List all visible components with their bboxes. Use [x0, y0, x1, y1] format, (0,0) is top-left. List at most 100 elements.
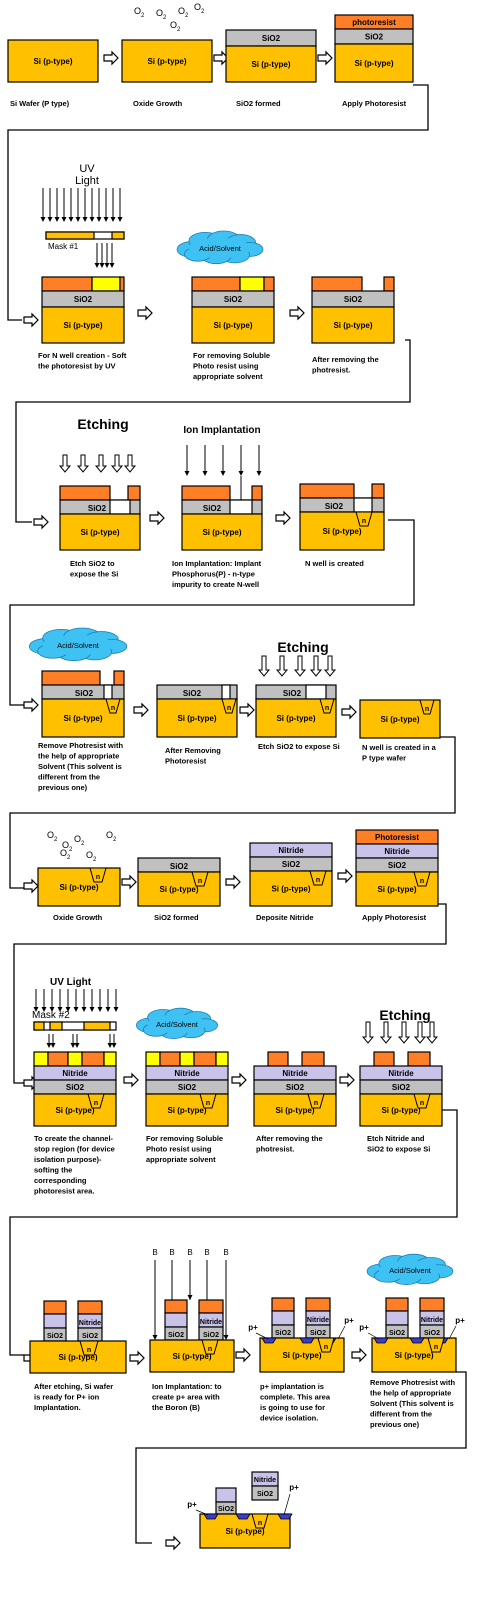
caption-ion-implant-p: impurity to create N-well	[172, 580, 259, 589]
si-substrate-label: Si (p-type)	[80, 528, 119, 537]
ray-arrowhead	[96, 217, 102, 222]
caption-after-remove-2: photresist.	[256, 1145, 294, 1154]
p-plus-implant	[373, 1337, 389, 1344]
si-substrate	[199, 1513, 291, 1549]
ray-arrowhead	[54, 217, 60, 222]
si-substrate-label: Si (p-type)	[322, 527, 361, 536]
n-well-label: n	[314, 1100, 318, 1107]
mask-opaque-region	[45, 231, 95, 240]
p-plus-label: p+	[289, 1483, 299, 1492]
acid-solvent-cloud	[176, 230, 264, 265]
boron-label: B	[187, 1248, 192, 1257]
oxygen-subscript: 2	[113, 837, 117, 843]
p-plus-pointer	[337, 1325, 346, 1340]
sio2-label: SiO2	[325, 502, 344, 511]
p-plus-pointer	[448, 1325, 457, 1340]
acid-solvent-cloud	[28, 627, 128, 662]
caption-channel-stop: softing the	[34, 1166, 72, 1175]
ray-arrowhead	[94, 263, 100, 268]
n-well-label: n	[87, 1347, 91, 1354]
softened-photoresist	[145, 1051, 161, 1067]
si-substrate	[121, 39, 213, 83]
caption-remove-photoresist-2: Remove Photresist with	[370, 1378, 455, 1387]
ray-arrowhead	[111, 1043, 117, 1048]
sio2-label: SiO2	[168, 1332, 184, 1339]
flow-arrow	[275, 510, 291, 526]
sio2-label: SiO2	[310, 1330, 326, 1337]
caption-ready-implant: is ready for P+ ion	[34, 1393, 100, 1402]
caption-ready-implant: Implantation.	[34, 1403, 81, 1412]
caption-after-remove: photresist.	[312, 366, 350, 375]
etch-arrow	[397, 1021, 411, 1044]
photoresist-pillar	[305, 1297, 331, 1312]
ray-arrowhead	[33, 1007, 39, 1012]
ray-arrowhead	[65, 1007, 71, 1012]
flow-arrow	[23, 312, 39, 328]
caption-remove-soluble-2: For removing Soluble	[146, 1134, 223, 1143]
ray-arrowhead	[117, 217, 123, 222]
photoresist-layer	[373, 1051, 395, 1067]
si-substrate-label: Si (p-type)	[63, 714, 102, 723]
n-well-region	[251, 1513, 269, 1529]
sio2-layer-label: SiO2	[365, 32, 384, 41]
caption-etch-nitride: Etch Nitride and	[367, 1134, 425, 1143]
ray-arrowhead	[223, 1335, 229, 1340]
si-substrate-label: Si (p-type)	[202, 528, 241, 537]
oxygen-molecule-label: O	[134, 6, 141, 16]
sio2-layer-label: SiO2	[224, 295, 243, 304]
n-well-label: n	[434, 1344, 438, 1351]
flow-connector	[9, 736, 456, 889]
n-well-label: n	[111, 705, 115, 712]
n-well-label: n	[227, 705, 231, 712]
ray-arrowhead	[103, 217, 109, 222]
n-well-region	[309, 870, 327, 886]
n-well-label: n	[208, 1346, 212, 1353]
flow-arrow	[23, 697, 39, 713]
si-substrate	[299, 511, 385, 551]
ray-arrowhead	[97, 1007, 103, 1012]
n-well-label: n	[420, 878, 424, 885]
n-well-label: n	[425, 706, 429, 713]
etched-opening	[229, 499, 253, 515]
oxygen-subscript: 2	[163, 15, 167, 21]
sio2-layer-label: SiO2	[178, 1083, 197, 1092]
si-substrate-label: Si (p-type)	[167, 1106, 206, 1115]
caption-apply-photoresist: Apply Photoresist	[342, 99, 407, 108]
nitride-layer-label: Nitride	[282, 1069, 308, 1078]
caption-deposit-nitride: Deposite Nitride	[256, 913, 314, 922]
si-substrate-label: Si (p-type)	[381, 1106, 420, 1115]
flow-arrow	[23, 878, 39, 894]
n-well-region	[199, 1093, 217, 1109]
p-plus-implant	[261, 1337, 277, 1344]
sio2-label: SiO2	[170, 862, 189, 871]
flow-arrow	[165, 1535, 181, 1551]
n-well-region	[307, 1093, 325, 1109]
acid-solvent-label: Acid/Solvent	[199, 244, 242, 253]
etching-label: Etching	[77, 416, 128, 432]
p-plus-pointer	[255, 1332, 269, 1340]
photoresist-layer	[301, 1051, 325, 1067]
caption-ion-implant-b: create p+ area with	[152, 1393, 220, 1402]
acid-solvent-label: Acid/Solvent	[389, 1266, 432, 1275]
flow-arrow	[225, 874, 241, 890]
sio2-layer-label: SiO2	[286, 1083, 305, 1092]
flow-arrow	[213, 50, 229, 66]
photoresist-layer	[41, 276, 93, 292]
photoresist-layer	[383, 276, 395, 292]
caption-remove-photoresist-2: previous one)	[370, 1420, 420, 1429]
flow-arrow	[129, 1350, 145, 1366]
flow-arrow	[337, 868, 353, 884]
photoresist-layer	[311, 276, 363, 292]
flow-connector	[7, 84, 429, 321]
photoresist-layer	[59, 485, 111, 501]
caption-n-well-p-wafer: N well is created in a	[362, 743, 437, 752]
ray-arrowhead	[89, 217, 95, 222]
caption-oxide-growth: Oxide Growth	[133, 99, 183, 108]
p-plus-implant	[299, 1337, 315, 1344]
photoresist-layer	[191, 276, 241, 292]
ray-arrowhead	[104, 263, 110, 268]
boron-label: B	[169, 1248, 174, 1257]
etch-arrow	[361, 1021, 375, 1044]
caption-channel-stop: isolation purpose)-	[34, 1155, 102, 1164]
ion-implantation-label: Ion Implantation	[183, 425, 260, 436]
